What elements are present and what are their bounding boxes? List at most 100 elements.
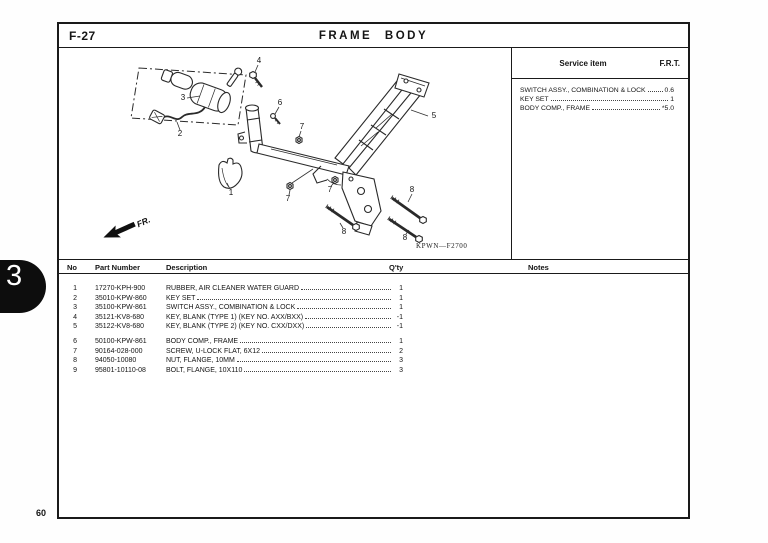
detail-box <box>130 67 247 126</box>
part-description: SCREW, U-LOCK FLAT, 6X12 <box>166 347 261 355</box>
part-number: 50100-KPW-861 <box>95 337 147 345</box>
dotted-leader <box>550 100 669 102</box>
service-item-name: SWITCH ASSY., COMBINATION & LOCK <box>520 87 646 94</box>
dotted-leader <box>306 327 391 329</box>
diagram-callout-7: 7 <box>299 122 305 131</box>
part-description: NUT, FLANGE, 10MM <box>166 357 235 365</box>
part-qty: 2 <box>399 347 403 355</box>
service-item-row: SWITCH ASSY., COMBINATION & LOCK 0.6 <box>520 86 674 95</box>
service-item-row: BODY COMP., FRAME *5.0 <box>520 104 674 113</box>
table-row: 5 35122-KV8-680 KEY, BLANK (TYPE 2) (KEY N… <box>59 322 688 332</box>
rubber-guard <box>218 157 243 189</box>
part-no: 7 <box>73 347 77 355</box>
dotted-leader <box>236 361 391 363</box>
part-description-line: NUT, FLANGE, 10MM 3 <box>166 356 403 366</box>
table-row: 6 50100-KPW-861 BODY COMP., FRAME 1 <box>59 337 688 347</box>
col-header-qty: Q'ty <box>389 263 404 272</box>
part-description: KEY, BLANK (TYPE 2) (KEY NO. CXX/DXX) <box>166 323 305 331</box>
part-qty: 1 <box>399 337 403 345</box>
part-qty: 1 <box>399 304 403 312</box>
col-header-part-number: Part Number <box>95 263 141 272</box>
part-description: RUBBER, AIR CLEANER WATER GUARD <box>166 285 300 292</box>
part-qty: 1 <box>399 294 403 302</box>
part-no: 8 <box>73 357 77 365</box>
page-header: F-27 FRAME BODY <box>59 24 688 48</box>
dotted-leader <box>240 341 391 343</box>
diagram-callout-6: 6 <box>277 98 283 107</box>
ignition-switch <box>160 67 243 114</box>
leader-lines <box>176 64 429 235</box>
dotted-leader <box>305 317 391 319</box>
dotted-leader <box>592 109 660 111</box>
frame-diagram-drawing: FR. KPWN—F2700 <box>103 64 468 250</box>
part-qty: -1 <box>396 323 403 331</box>
part-description: KEY, BLANK (TYPE 1) (KEY NO. AXX/BXX) <box>166 313 304 321</box>
part-no: 5 <box>73 323 77 331</box>
part-description-line: RUBBER, AIR CLEANER WATER GUARD 1 <box>166 284 403 294</box>
part-qty: -1 <box>396 313 403 321</box>
col-header-description: Description <box>166 263 208 272</box>
part-number: 95801-10110-08 <box>95 366 146 374</box>
part-number: 94050-10080 <box>95 357 137 365</box>
part-description: SWITCH ASSY., COMBINATION & LOCK <box>166 304 296 312</box>
service-item-name: KEY SET <box>520 96 549 104</box>
part-no: 1 <box>73 285 77 292</box>
part-number: 90164-028-000 <box>95 347 143 355</box>
catalog-page: F-27 FRAME BODY <box>57 22 690 519</box>
steering-head <box>237 104 264 154</box>
frame-body <box>256 73 430 236</box>
service-item-name: BODY COMP., FRAME <box>520 105 590 113</box>
part-description: BODY COMP., FRAME <box>166 337 239 345</box>
part-qty: 1 <box>399 285 403 292</box>
diagram-callout-3: 3 <box>180 93 186 102</box>
screw-6 <box>270 113 281 125</box>
service-panel-header: Service item F.R.T. <box>512 48 688 79</box>
part-description-line: KEY, BLANK (TYPE 2) (KEY NO. CXX/DXX) -1 <box>166 322 403 332</box>
part-description: BOLT, FLANGE, 10X110 <box>166 366 243 374</box>
part-no: 2 <box>73 294 77 302</box>
dotted-leader <box>301 289 391 290</box>
diagram-callout-2: 2 <box>177 129 183 138</box>
parts-table-header: No Part Number Description Q'ty Notes <box>59 260 688 274</box>
service-item-panel: Service item F.R.T. SWITCH ASSY., COMBIN… <box>511 48 688 259</box>
part-description-line: BODY COMP., FRAME 1 <box>166 337 403 347</box>
flange-bolts <box>325 195 427 244</box>
flange-nuts <box>286 135 339 191</box>
section-tab-number: 3 <box>6 260 23 292</box>
dotted-leader <box>647 91 663 92</box>
diagram-callout-7: 7 <box>327 185 333 194</box>
diagram-callout-5: 5 <box>431 111 437 120</box>
col-header-no: No <box>67 263 77 272</box>
part-no: 6 <box>73 337 77 345</box>
service-item-frt-value: 0.6 <box>664 87 674 94</box>
col-header-notes: Notes <box>528 263 549 272</box>
part-no: 3 <box>73 304 77 312</box>
bolt-4 <box>249 70 263 88</box>
part-number: 35010-KPW-860 <box>95 294 147 302</box>
diagram-callout-8: 8 <box>341 227 347 236</box>
diagram-code: KPWN—F2700 <box>416 242 468 250</box>
page-number: 60 <box>36 508 47 518</box>
fr-arrow-label: FR. <box>135 215 152 230</box>
fr-arrow: FR. <box>103 215 152 238</box>
wire-connector <box>149 109 165 125</box>
page-code: F-27 <box>69 29 96 43</box>
switch-wire <box>163 106 206 121</box>
part-number: 35122-KV8-680 <box>95 323 145 331</box>
part-qty: 3 <box>399 357 403 365</box>
key <box>226 67 243 87</box>
service-item-frt-value: *5.0 <box>661 105 674 113</box>
part-description-line: SCREW, U-LOCK FLAT, 6X12 2 <box>166 347 403 357</box>
section-tab: 3 <box>0 260 46 313</box>
frt-header: F.R.T. <box>659 59 680 68</box>
part-description-line: KEY, BLANK (TYPE 1) (KEY NO. AXX/BXX) -1 <box>166 313 403 323</box>
